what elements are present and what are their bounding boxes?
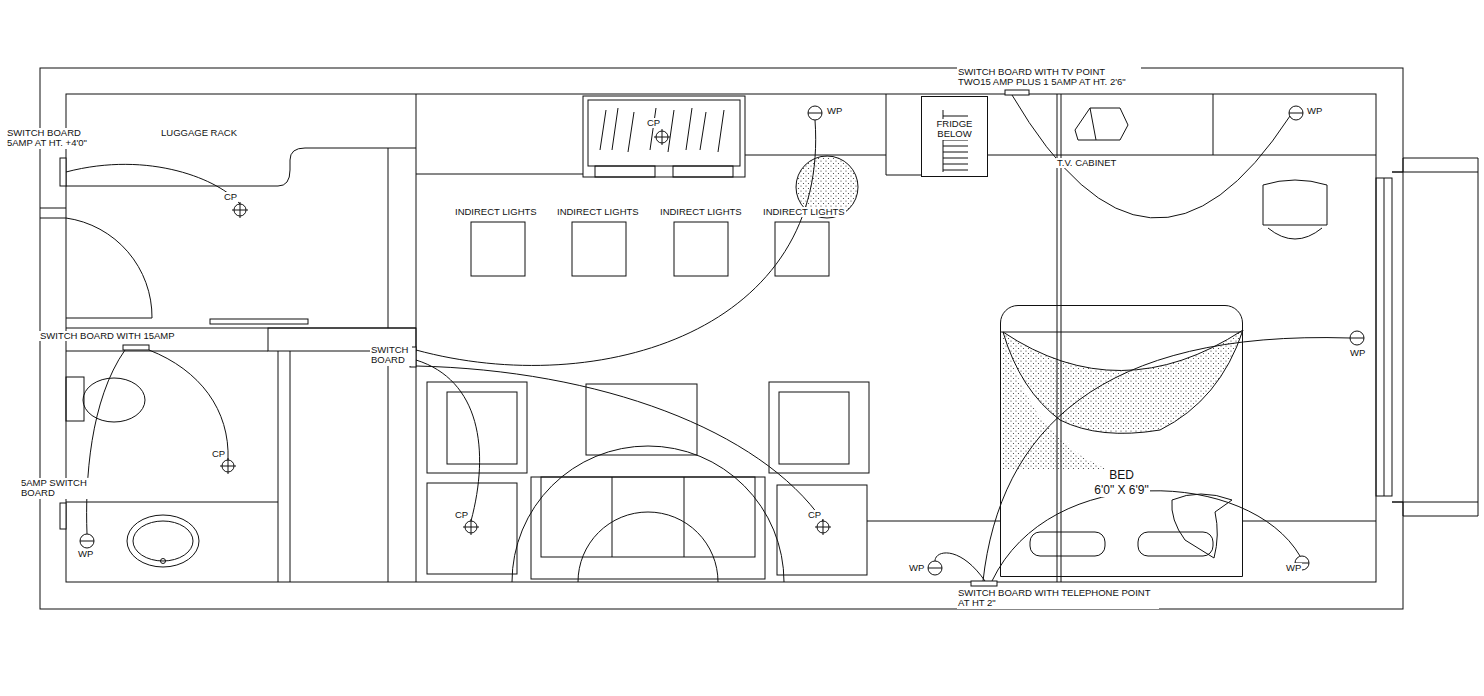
plan-annotation: SWITCH BOARD WITH TELEPHONE POINT AT HT … bbox=[957, 588, 1159, 609]
plan-annotation: WP bbox=[77, 549, 94, 559]
node-text: FRIDGE BELOW bbox=[932, 119, 978, 140]
plan-annotation: INDIRECT LIGHTS bbox=[556, 207, 640, 217]
plan-annotation: WP bbox=[1349, 348, 1366, 358]
plan-annotation: INDIRECT LIGHTS bbox=[659, 207, 743, 217]
plan-annotation: SWITCH BOARD WITH TV POINT TWO15 AMP PLU… bbox=[957, 67, 1141, 88]
bed-outline: BED 6'0" X 6'9" bbox=[1000, 305, 1243, 577]
plan-annotation: LUGGAGE RACK bbox=[160, 128, 238, 138]
plan-annotation: WP bbox=[826, 106, 843, 116]
plan-annotation: CP bbox=[454, 510, 469, 520]
plan-annotation: WP bbox=[908, 563, 925, 573]
plan-annotation: CP bbox=[223, 192, 238, 202]
node-text: BED bbox=[1108, 469, 1135, 482]
plan-annotation: SWITCH BOARD bbox=[370, 345, 412, 366]
plan-annotation: SWITCH BOARD WITH 15AMP bbox=[39, 331, 176, 341]
plan-annotation: WP bbox=[1285, 563, 1302, 573]
plan-annotation: CP bbox=[211, 449, 226, 459]
node-text: 6'0" X 6'9" bbox=[1093, 484, 1149, 497]
plan-annotation: WP bbox=[1306, 106, 1323, 116]
plan-annotation: INDIRECT LIGHTS bbox=[454, 207, 538, 217]
plan-annotation: CP bbox=[646, 118, 661, 128]
plan-annotation: SWITCH BOARD 5AMP AT HT. +4'0" bbox=[6, 128, 100, 149]
plan-annotation: T.V. CABINET bbox=[1056, 158, 1117, 168]
fridge-box: FRIDGE BELOW bbox=[921, 96, 988, 177]
plan-annotation: INDIRECT LIGHTS bbox=[762, 207, 846, 217]
plan-annotation: 5AMP SWITCH BOARD bbox=[20, 478, 92, 499]
plan-annotation: CP bbox=[807, 510, 822, 520]
